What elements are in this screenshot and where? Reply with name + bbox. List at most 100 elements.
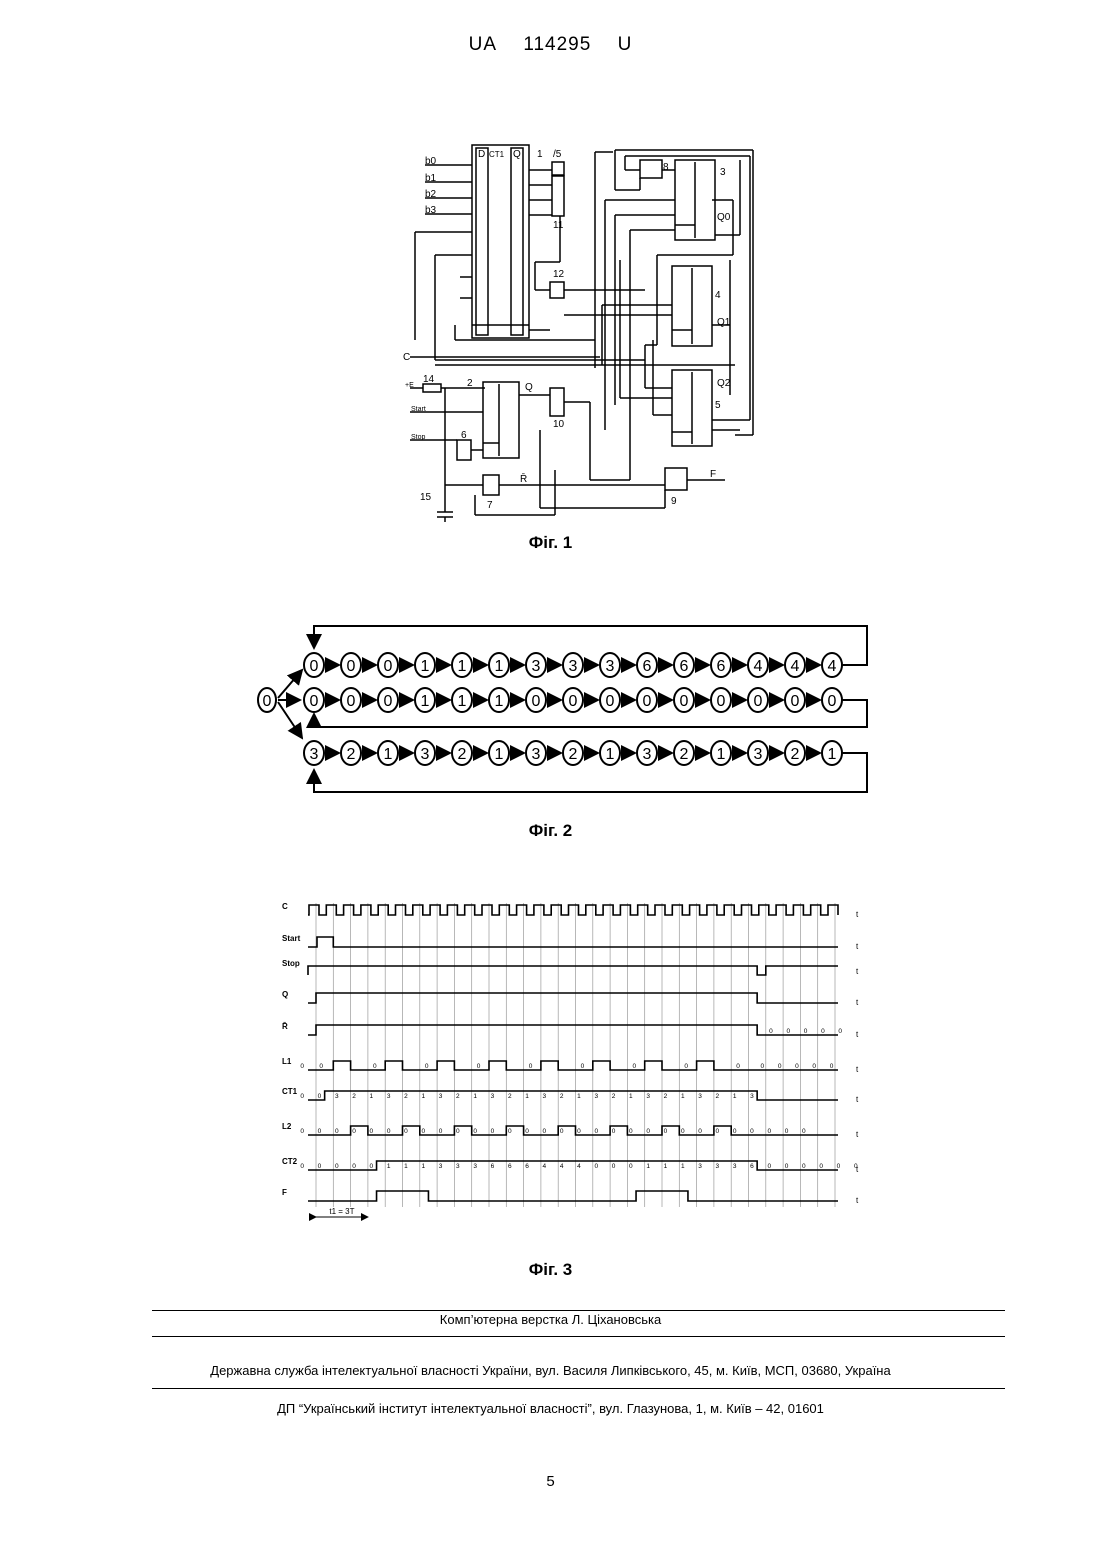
- signal-r-bar-waveform: [308, 1025, 838, 1035]
- label-d: D: [478, 149, 485, 160]
- timing-value: 0: [335, 1163, 339, 1170]
- timing-value: 0: [733, 1128, 737, 1135]
- timing-value: 0: [812, 1063, 816, 1070]
- timing-value: 0: [439, 1128, 443, 1135]
- footer-rule-1: [152, 1310, 1005, 1311]
- state-value: 0: [569, 693, 578, 710]
- label-b0: b0: [425, 156, 437, 167]
- label-7: 7: [487, 500, 493, 511]
- timing-value: 0: [612, 1163, 616, 1170]
- timing-value: 0: [629, 1128, 633, 1135]
- timing-value: 0: [716, 1128, 720, 1135]
- time-axis-label: t: [856, 1030, 859, 1039]
- state-value: 0: [828, 693, 837, 710]
- figure-1-caption: Фіг. 1: [0, 533, 1101, 553]
- timing-value: 1: [664, 1163, 668, 1170]
- signal-label: CT2: [282, 1157, 298, 1166]
- state-value: 3: [754, 746, 763, 763]
- label-12: 12: [553, 269, 565, 280]
- timing-value: 3: [716, 1163, 720, 1170]
- state-value: 6: [680, 658, 689, 675]
- country-code: UA: [469, 34, 497, 55]
- label-q1: Q1: [717, 317, 731, 328]
- patent-kind: U: [618, 34, 633, 55]
- signal-c-waveform: [308, 905, 838, 915]
- timing-value: 0: [795, 1063, 799, 1070]
- timing-value: 4: [577, 1163, 581, 1170]
- timing-value: 2: [612, 1093, 616, 1100]
- timing-value: 0: [425, 1063, 429, 1070]
- timing-value: 0: [681, 1128, 685, 1135]
- timing-value: 1: [629, 1093, 633, 1100]
- gate-9: [665, 468, 687, 490]
- timing-value: 1: [387, 1163, 391, 1170]
- timing-value: 1: [733, 1093, 737, 1100]
- timing-value: 2: [508, 1093, 512, 1100]
- timing-value: 0: [684, 1063, 688, 1070]
- state-value: 0: [310, 693, 319, 710]
- timing-value: 3: [543, 1093, 547, 1100]
- timing-value: 0: [319, 1063, 323, 1070]
- timing-value: 0: [778, 1063, 782, 1070]
- timing-value: 0: [581, 1063, 585, 1070]
- timing-value: 0: [761, 1063, 765, 1070]
- state-value: 2: [458, 746, 467, 763]
- timing-value: 0: [786, 1028, 790, 1035]
- label-q0: Q0: [717, 212, 731, 223]
- timing-value: 3: [491, 1093, 495, 1100]
- label-b3: b3: [425, 205, 437, 216]
- timing-value: 0: [543, 1128, 547, 1135]
- timing-value: 0: [594, 1163, 598, 1170]
- timing-value: 3: [698, 1093, 702, 1100]
- label-q: Q: [513, 149, 521, 160]
- timing-value: 6: [750, 1163, 754, 1170]
- timing-value: 0: [838, 1028, 842, 1035]
- signal-label: F: [282, 1188, 287, 1197]
- signal-label: Start: [282, 934, 301, 943]
- state-value: 0: [384, 658, 393, 675]
- state-value: 0: [643, 693, 652, 710]
- footer-rule-2: [152, 1336, 1005, 1337]
- timing-value: 0: [837, 1163, 841, 1170]
- time-axis-label: t: [856, 1196, 859, 1205]
- label-stop: Stop: [411, 434, 426, 441]
- timing-value: 0: [370, 1128, 374, 1135]
- label-4: 4: [715, 290, 721, 301]
- state-value: 0: [347, 658, 356, 675]
- time-axis-label: t: [856, 998, 859, 1007]
- timing-value: 1: [473, 1093, 477, 1100]
- state-value: 0: [680, 693, 689, 710]
- timing-value: 0: [594, 1128, 598, 1135]
- signal-label: CT1: [282, 1087, 298, 1096]
- state-value: 1: [384, 746, 393, 763]
- timing-value: 0: [698, 1128, 702, 1135]
- state-value: 2: [347, 746, 356, 763]
- timing-value: 4: [543, 1163, 547, 1170]
- signal-f-waveform: [308, 1191, 838, 1201]
- timing-value: 1: [421, 1163, 425, 1170]
- timing-value: 0: [373, 1063, 377, 1070]
- state-value: 6: [643, 658, 652, 675]
- signal-l1-waveform: [308, 1061, 838, 1070]
- timing-value: 0: [560, 1128, 564, 1135]
- layout-credit: Комп’ютерна верстка Л. Ціхановська: [0, 1312, 1101, 1327]
- timing-value: 3: [750, 1093, 754, 1100]
- timing-value: 0: [335, 1128, 339, 1135]
- timing-value: 0: [300, 1128, 304, 1135]
- label-b2: b2: [425, 189, 437, 200]
- timing-value: 6: [508, 1163, 512, 1170]
- state-value: 3: [643, 746, 652, 763]
- timing-value: 3: [733, 1163, 737, 1170]
- timing-value: 1: [577, 1093, 581, 1100]
- timing-value: 1: [421, 1093, 425, 1100]
- signal-label: L1: [282, 1057, 292, 1066]
- time-axis-label: t: [856, 910, 859, 919]
- timing-value: 3: [646, 1093, 650, 1100]
- state-value: 1: [458, 693, 467, 710]
- state-value: 1: [421, 693, 430, 710]
- label-9: 9: [671, 496, 677, 507]
- state-value: 6: [717, 658, 726, 675]
- figure-2-state-diagram: 0000111333666444000111000000000321321321…: [250, 620, 875, 800]
- timing-value: 3: [698, 1163, 702, 1170]
- state-value: 3: [569, 658, 578, 675]
